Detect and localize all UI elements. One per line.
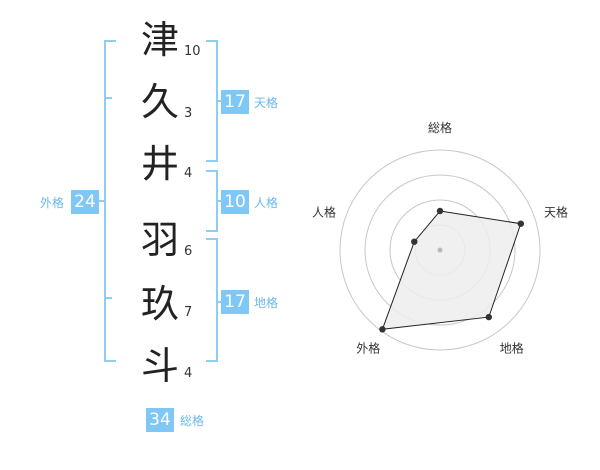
name-char: 津 xyxy=(140,18,179,62)
tenkaku-value: 17 xyxy=(221,90,249,114)
jinkaku-label: 人格 xyxy=(254,196,279,210)
tenkaku-label: 天格 xyxy=(254,96,279,110)
bracket-tick xyxy=(104,297,112,299)
name-char: 玖 xyxy=(140,282,179,326)
soukaku-label: 総格 xyxy=(180,414,205,428)
radar-ring xyxy=(339,149,541,351)
name-char: 井 xyxy=(140,142,179,186)
name-char: 羽 xyxy=(140,218,179,262)
stroke-count: 10 xyxy=(184,44,201,59)
chikaku-bracket xyxy=(206,238,218,362)
soukaku-value: 34 xyxy=(146,408,174,432)
gaikaku-bracket xyxy=(104,40,116,362)
stroke-count: 3 xyxy=(184,106,193,121)
jinkaku-value: 10 xyxy=(221,190,249,214)
chikaku-label: 地格 xyxy=(254,296,279,310)
bracket-connector xyxy=(216,200,222,202)
radar-point xyxy=(379,326,386,333)
stroke-count: 6 xyxy=(184,244,193,259)
stroke-count: 4 xyxy=(184,366,193,381)
name-char: 斗 xyxy=(140,344,179,388)
bracket-tick xyxy=(104,97,112,99)
radar-axis-label: 天格 xyxy=(544,204,568,219)
name-char: 久 xyxy=(140,80,179,124)
stroke-count: 7 xyxy=(184,305,193,320)
radar-axis-label: 地格 xyxy=(500,341,524,356)
gaikaku-label: 外格 xyxy=(40,196,65,210)
bracket-connector xyxy=(216,100,222,102)
radar-area xyxy=(381,210,522,330)
stroke-count: 4 xyxy=(184,166,193,181)
radar-center-dot xyxy=(437,247,443,253)
bracket-connector xyxy=(216,301,222,303)
radar-point xyxy=(485,313,492,321)
radar-ring xyxy=(364,174,516,326)
radar-point xyxy=(411,238,418,245)
chikaku-value: 17 xyxy=(221,290,249,314)
bracket-connector xyxy=(96,200,105,202)
radar-point xyxy=(517,220,524,227)
radar-axis-label: 総格 xyxy=(428,120,452,135)
gaikaku-value: 24 xyxy=(71,190,99,214)
radar-point xyxy=(436,207,444,215)
radar-axis-label: 人格 xyxy=(312,204,336,219)
radar-axis-label: 外格 xyxy=(356,341,380,356)
